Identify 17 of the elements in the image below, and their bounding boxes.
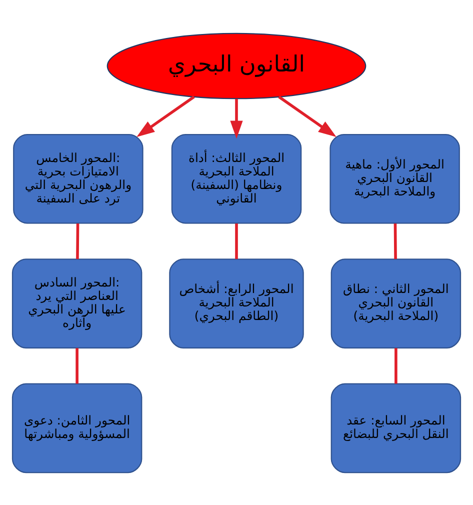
connector [394,348,398,384]
node-box: المحور الثاني : نطاق القانون البحري (الملاحة البحرية) [330,258,462,348]
node-box: المحور السادس: العناصر التي يرد عليها الرهن البحري وآثاره [12,258,142,348]
connector [76,223,80,259]
node-box: المحور الأول: ماهية القانون البحري والملاحة البحرية [330,133,460,224]
arrow [136,95,195,136]
node-box: المحور السابع: عقد النقل البحري للبضائع [330,382,462,473]
node-box: المحور الثامن: دعوى المسؤولية ومباشرتها [12,382,142,473]
node-box: المحور الخامس: الامتيازات بحرية والرهون البحرية التي ترد على السفينة [13,133,144,224]
node-box: المحور الرابع: أشخاص الملاحة البحرية (الطاقم البحري) [169,258,304,348]
node-ellipse: القانون البحري [106,32,366,99]
connector [394,223,397,259]
connector [235,223,238,259]
arrow [230,98,243,138]
connector [76,348,78,384]
node-box: المحور الثالث: أداة الملاحة البحرية (السفينة) ونظامها القانوني [171,133,302,224]
arrow [278,95,336,136]
